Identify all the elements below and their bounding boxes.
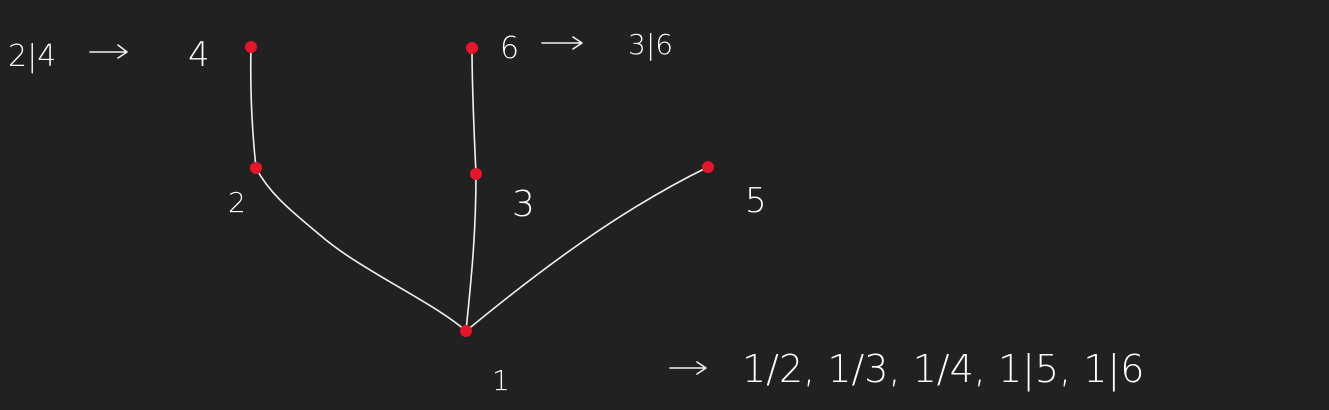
right-arrow-icon bbox=[541, 36, 583, 50]
edge-3-6 bbox=[471, 47, 477, 175]
right-relation-text: 3|6 bbox=[628, 28, 673, 61]
node-3 bbox=[470, 168, 482, 180]
bottom-relations-text: 1/2, 1/3, 1/4, 1|5, 1|6 bbox=[742, 347, 1144, 392]
node-1 bbox=[460, 325, 472, 337]
node-label-1: 1 bbox=[492, 364, 510, 397]
left-arrow-icon bbox=[89, 44, 128, 59]
node-2 bbox=[250, 162, 262, 174]
node-label-2: 2 bbox=[228, 186, 246, 219]
node-label-5: 5 bbox=[745, 181, 767, 221]
node-6 bbox=[466, 42, 478, 54]
left-relation-text: 2|4 bbox=[8, 39, 56, 74]
bottom-arrow-icon bbox=[669, 361, 707, 375]
node-4 bbox=[245, 41, 257, 53]
edge-1-3 bbox=[465, 173, 477, 332]
node-label-6: 6 bbox=[500, 31, 519, 66]
edge-2-4 bbox=[249, 46, 257, 169]
node-label-4: 4 bbox=[188, 35, 210, 75]
edge-1-2 bbox=[255, 167, 467, 332]
node-label-3: 3 bbox=[512, 184, 535, 225]
node-5 bbox=[702, 161, 714, 173]
edge-1-5 bbox=[465, 166, 709, 332]
